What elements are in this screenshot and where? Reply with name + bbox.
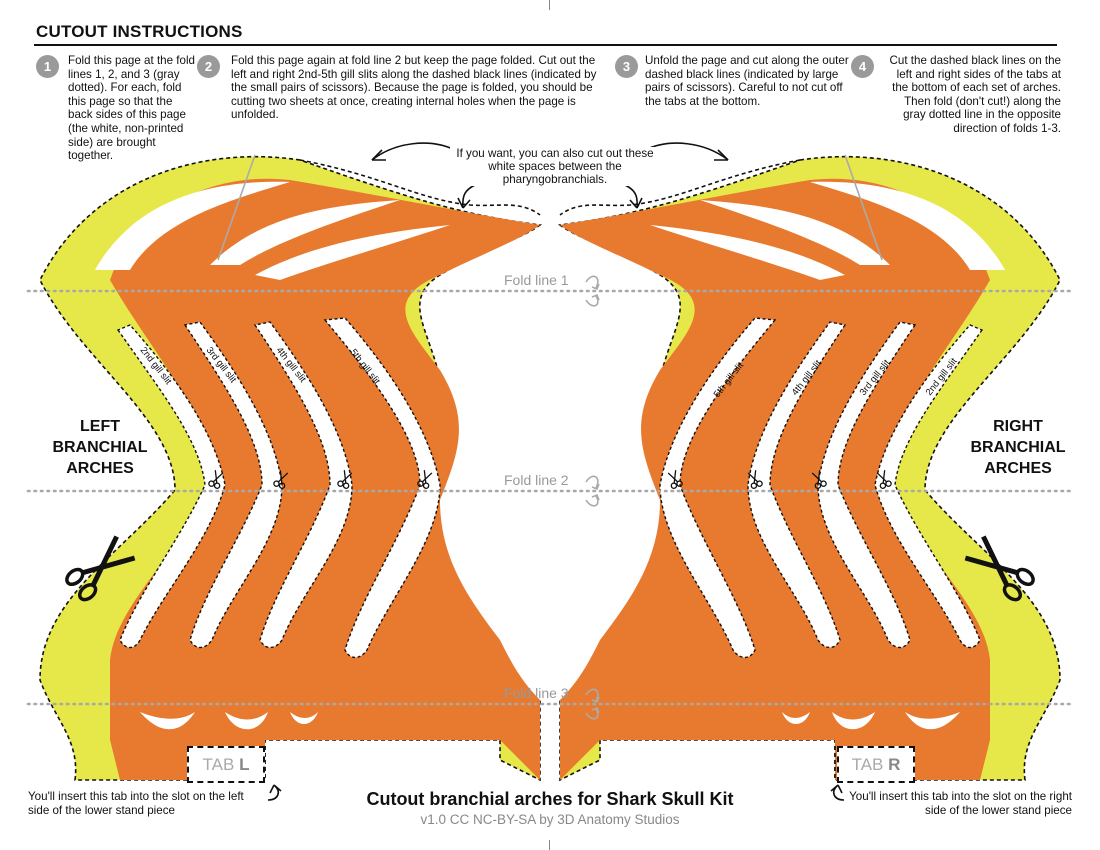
pharyngobranchial-note: If you want, you can also cut out these … — [450, 147, 660, 186]
scissors-icon — [273, 470, 289, 489]
scissors-icon — [811, 470, 827, 489]
tab-word: TAB — [202, 755, 235, 774]
scissors-icon — [747, 470, 763, 489]
tab-letter: R — [888, 755, 901, 774]
bottom-crop-mark — [549, 840, 550, 850]
scissors-icon — [964, 535, 1035, 602]
scissors-icon — [208, 470, 224, 489]
step-number-badge: 2 — [197, 55, 220, 78]
step-text: Fold this page at the fold lines 1, 2, a… — [68, 54, 195, 163]
insert-note-right: You'll insert this tab into the slot on … — [849, 790, 1072, 817]
scissors-icon — [667, 470, 683, 489]
pointer-arrow-icon — [267, 142, 845, 801]
step-text: Cut the dashed black lines on the left a… — [889, 54, 1061, 135]
step-text: Fold this page again at fold line 2 but … — [231, 54, 597, 122]
step-text: Unfold the page and cut along the outer … — [645, 54, 849, 108]
scissors-icon — [337, 470, 353, 489]
step-number-badge: 3 — [615, 55, 638, 78]
scissors-icon — [417, 470, 433, 489]
top-crop-mark — [549, 0, 550, 10]
tab-left[interactable]: TAB L — [187, 746, 265, 783]
step-number-badge: 4 — [851, 55, 874, 78]
tab-right[interactable]: TAB R — [837, 746, 915, 783]
scissors-icon — [65, 535, 136, 602]
sheet-credit: v1.0 CC NC-BY-SA by 3D Anatomy Studios — [420, 812, 680, 827]
scissors-icon — [876, 470, 892, 489]
insert-note-left: You'll insert this tab into the slot on … — [28, 790, 244, 817]
tab-letter: L — [239, 755, 250, 774]
fold-arrow-icon — [585, 275, 600, 720]
sheet-title: Cutout branchial arches for Shark Skull … — [366, 789, 734, 809]
tab-word: TAB — [851, 755, 884, 774]
fold-line-2-label: Fold line 2 — [504, 472, 569, 488]
instructions-header: CUTOUT INSTRUCTIONS — [36, 22, 243, 41]
header-rule — [34, 44, 1057, 46]
step-number-badge: 1 — [36, 55, 59, 78]
fold-line-1-label: Fold line 1 — [504, 272, 569, 288]
fold-line-3-label: Fold line 3 — [504, 685, 569, 701]
